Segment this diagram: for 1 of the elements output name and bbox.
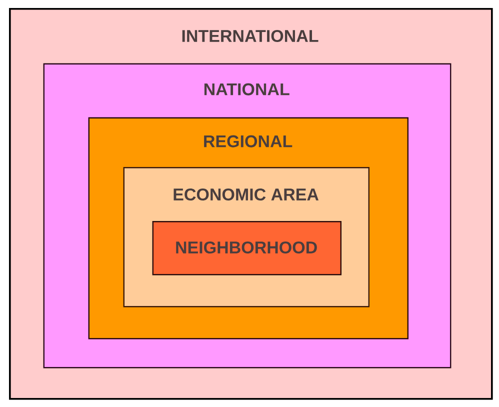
nested-box: NEIGHBORHOOD [152,221,342,276]
